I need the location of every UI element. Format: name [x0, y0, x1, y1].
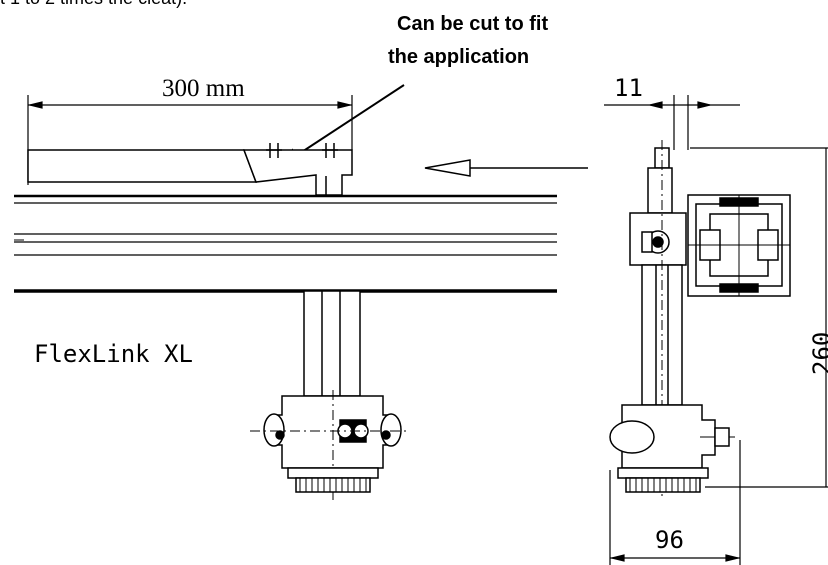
base-dimension-label: 96: [655, 526, 684, 554]
cleat-part: [27, 143, 353, 196]
width-dimension-line: [604, 95, 740, 150]
direction-arrow: [424, 159, 588, 177]
height-dimension-line: [690, 147, 828, 488]
system-label: FlexLink XL: [34, 340, 193, 368]
cropped-caption-text: t 1 to 2 times the cleat).: [0, 0, 187, 8]
drive-unit-side: [250, 290, 410, 500]
base-dimension-line: [609, 440, 741, 565]
conveyor-rail: [14, 194, 557, 293]
width-dimension-label: 11: [614, 74, 643, 102]
callout-line-2: the application: [388, 46, 529, 68]
callout-line-1: Can be cut to fit: [397, 13, 548, 35]
drive-unit-end-view: [609, 140, 791, 500]
length-dimension-line: [27, 95, 353, 185]
height-dimension-label: 260: [808, 332, 828, 375]
length-dimension-label: 300 mm: [162, 75, 245, 102]
